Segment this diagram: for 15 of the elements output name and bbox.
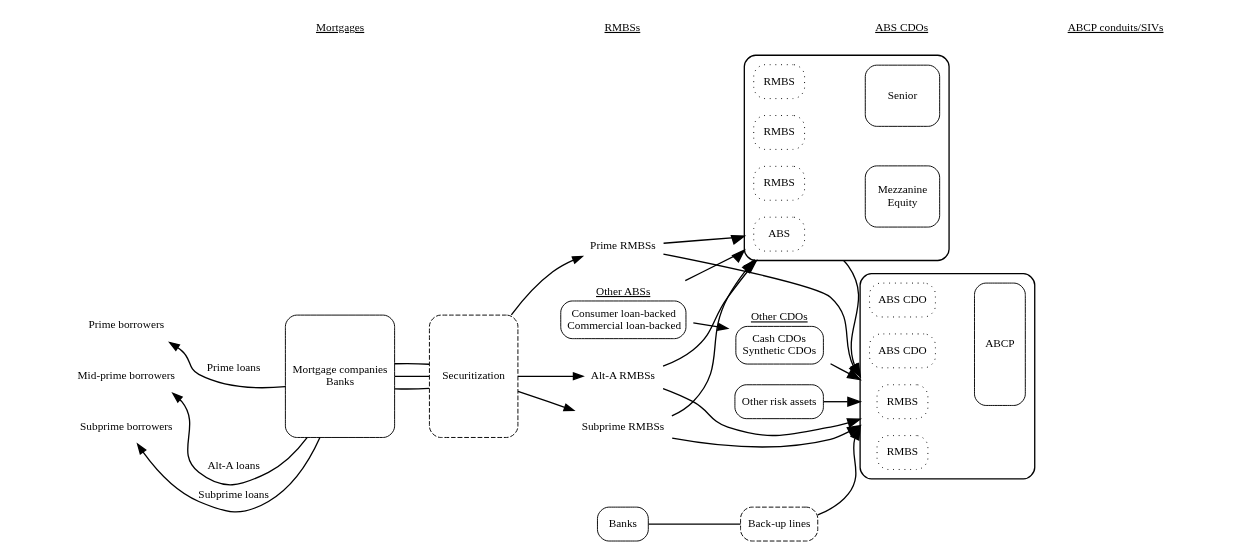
edge-label: Prime loans bbox=[206, 361, 260, 374]
label: ABCP conduits/SIVs bbox=[1067, 20, 1163, 33]
node-text: Alt-A RMBSs bbox=[590, 369, 655, 382]
label: ABS CDOs bbox=[874, 20, 928, 33]
node-text: Mid-prime borrowers bbox=[77, 369, 175, 382]
node-text: Subprime borrowers bbox=[79, 420, 173, 433]
edge-label: Alt-A loans bbox=[206, 459, 260, 472]
node-label: Other ABSs bbox=[595, 284, 650, 297]
label: Mortgages bbox=[315, 20, 364, 33]
node-text: Subprime RMBSs bbox=[581, 420, 664, 433]
node-text: Prime RMBSs bbox=[589, 239, 656, 252]
label: RMBSs bbox=[604, 20, 640, 33]
edge-label: Subprime loans bbox=[197, 488, 269, 501]
node-label: Other CDOs bbox=[750, 310, 808, 323]
node-text: Prime borrowers bbox=[88, 318, 164, 331]
